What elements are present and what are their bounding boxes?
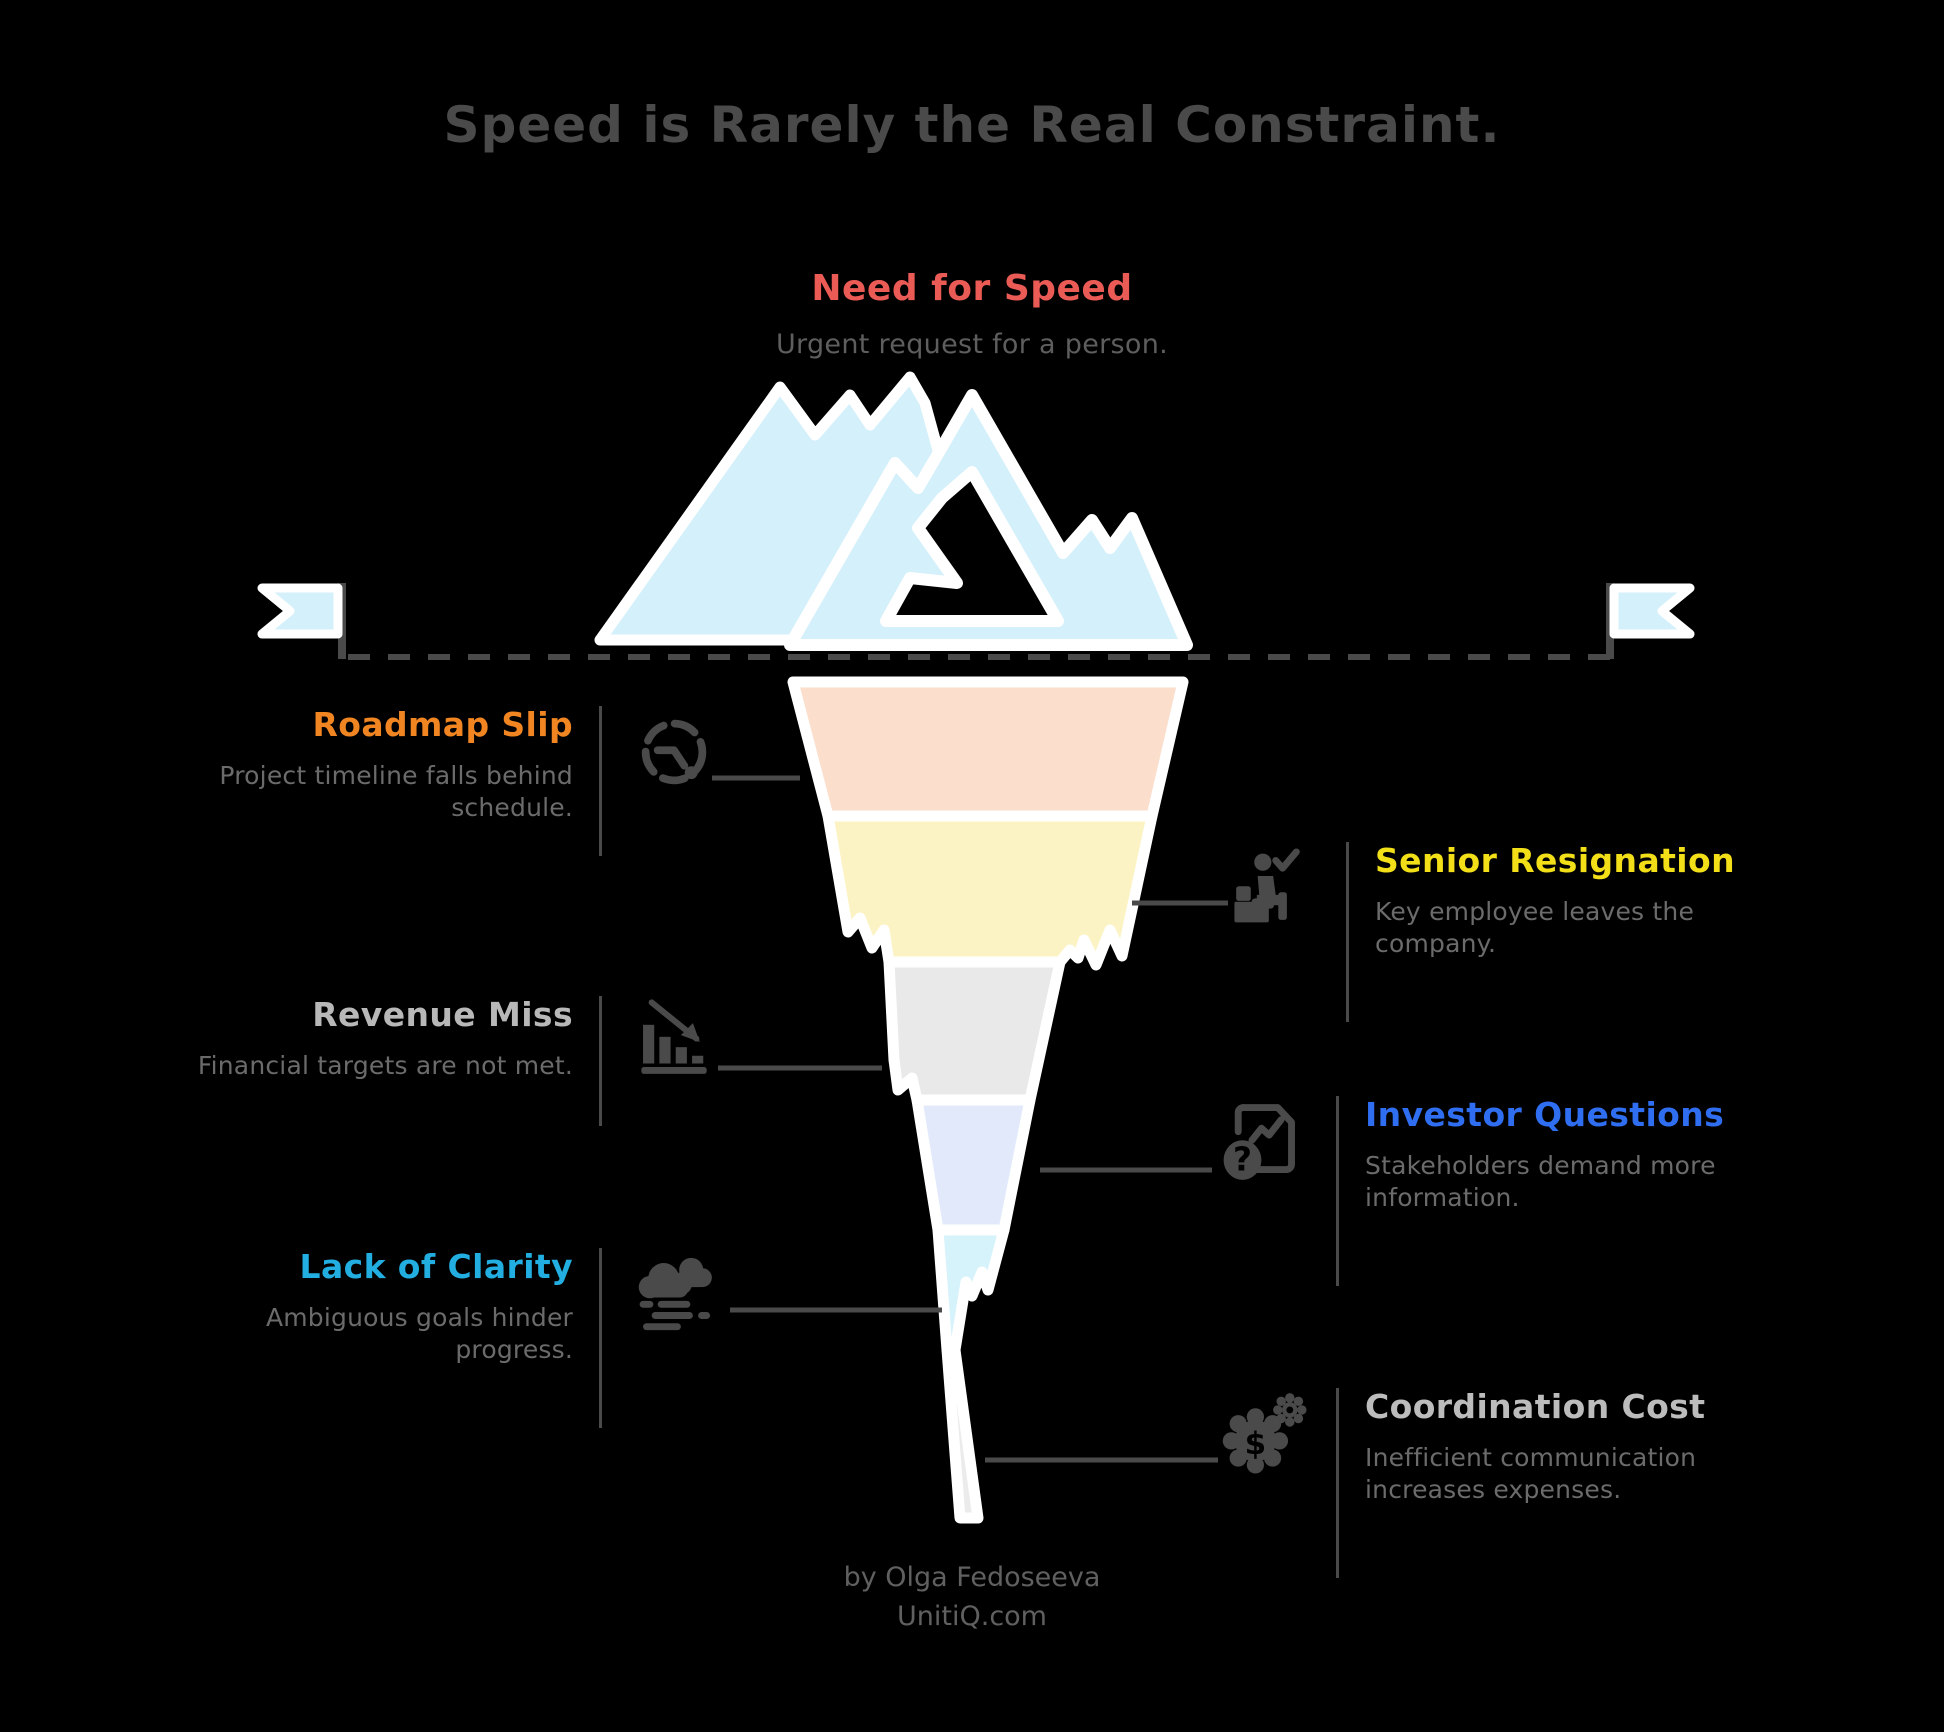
iceberg-segment-revenue-miss: [883, 956, 1066, 1106]
iceberg-tip-label: Need for Speed Urgent request for a pers…: [0, 268, 1944, 360]
footer-author: by Olga Fedoseeva: [843, 1562, 1101, 1593]
connector-lines: [712, 775, 1228, 1463]
label-description: Project timeline falls behind schedule.: [219, 760, 573, 823]
iceberg-segment-senior-resignation: [822, 810, 1158, 971]
label-divider: [1336, 1096, 1339, 1286]
label-divider: [599, 706, 602, 856]
document-question-chart-icon: ?: [1218, 1096, 1310, 1188]
page-title: Speed is Rarely the Real Constraint.: [443, 96, 1501, 154]
label-description: Stakeholders demand more information.: [1365, 1150, 1716, 1213]
svg-text:$: $: [1245, 1426, 1267, 1462]
label-senior-resignation[interactable]: Senior Resignation Key employee leaves t…: [1228, 842, 1888, 1022]
iceberg-segment-roadmap-slip: [787, 676, 1189, 822]
iceberg-tip-shape: [784, 389, 1193, 651]
label-divider: [599, 996, 602, 1126]
label-description: Key employee leaves the company.: [1375, 896, 1695, 959]
clock-dashed-icon: [628, 706, 720, 798]
label-lack-of-clarity[interactable]: Lack of Clarity Ambiguous goals hinder p…: [190, 1248, 720, 1428]
iceberg-body: [787, 676, 1189, 1524]
label-divider: [1336, 1388, 1339, 1578]
label-investor-questions[interactable]: ? Investor Questions Stakeholders demand…: [1218, 1096, 1898, 1286]
declining-bar-chart-icon: [628, 996, 720, 1088]
gears-dollar-icon: $: [1218, 1388, 1310, 1480]
person-sitting-check-icon: [1228, 842, 1320, 934]
flag-left-icon: [257, 583, 346, 659]
label-title: Investor Questions: [1365, 1095, 1725, 1134]
fog-cloud-icon: [628, 1248, 720, 1340]
label-roadmap-slip[interactable]: Roadmap Slip Project timeline falls behi…: [160, 706, 720, 856]
label-title: Roadmap Slip: [312, 705, 573, 744]
label-description: Inefficient communication increases expe…: [1365, 1442, 1697, 1505]
label-divider: [1346, 842, 1349, 1022]
footer: by Olga Fedoseeva UnitiQ.com: [0, 1558, 1944, 1636]
tip-subtitle: Urgent request for a person.: [775, 329, 1168, 360]
footer-site[interactable]: UnitiQ.com: [897, 1601, 1047, 1633]
label-title: Coordination Cost: [1365, 1387, 1706, 1426]
label-coordination-cost[interactable]: $ Coordination Cost Inefficient communic…: [1218, 1388, 1908, 1578]
svg-text:?: ?: [1233, 1140, 1252, 1178]
label-title: Lack of Clarity: [299, 1247, 573, 1286]
iceberg-segment-coordination-cost: [941, 1344, 984, 1524]
flag-right-icon: [1606, 583, 1695, 659]
tip-title: Need for Speed: [811, 268, 1133, 309]
label-revenue-miss[interactable]: Revenue Miss Financial targets are not m…: [110, 996, 720, 1126]
label-divider: [599, 1248, 602, 1428]
label-description: Ambiguous goals hinder progress.: [265, 1302, 573, 1365]
iceberg-segment-investor-questions: [911, 1094, 1036, 1236]
label-description: Financial targets are not met.: [197, 1050, 573, 1080]
label-title: Revenue Miss: [312, 995, 573, 1034]
label-title: Senior Resignation: [1375, 841, 1735, 880]
